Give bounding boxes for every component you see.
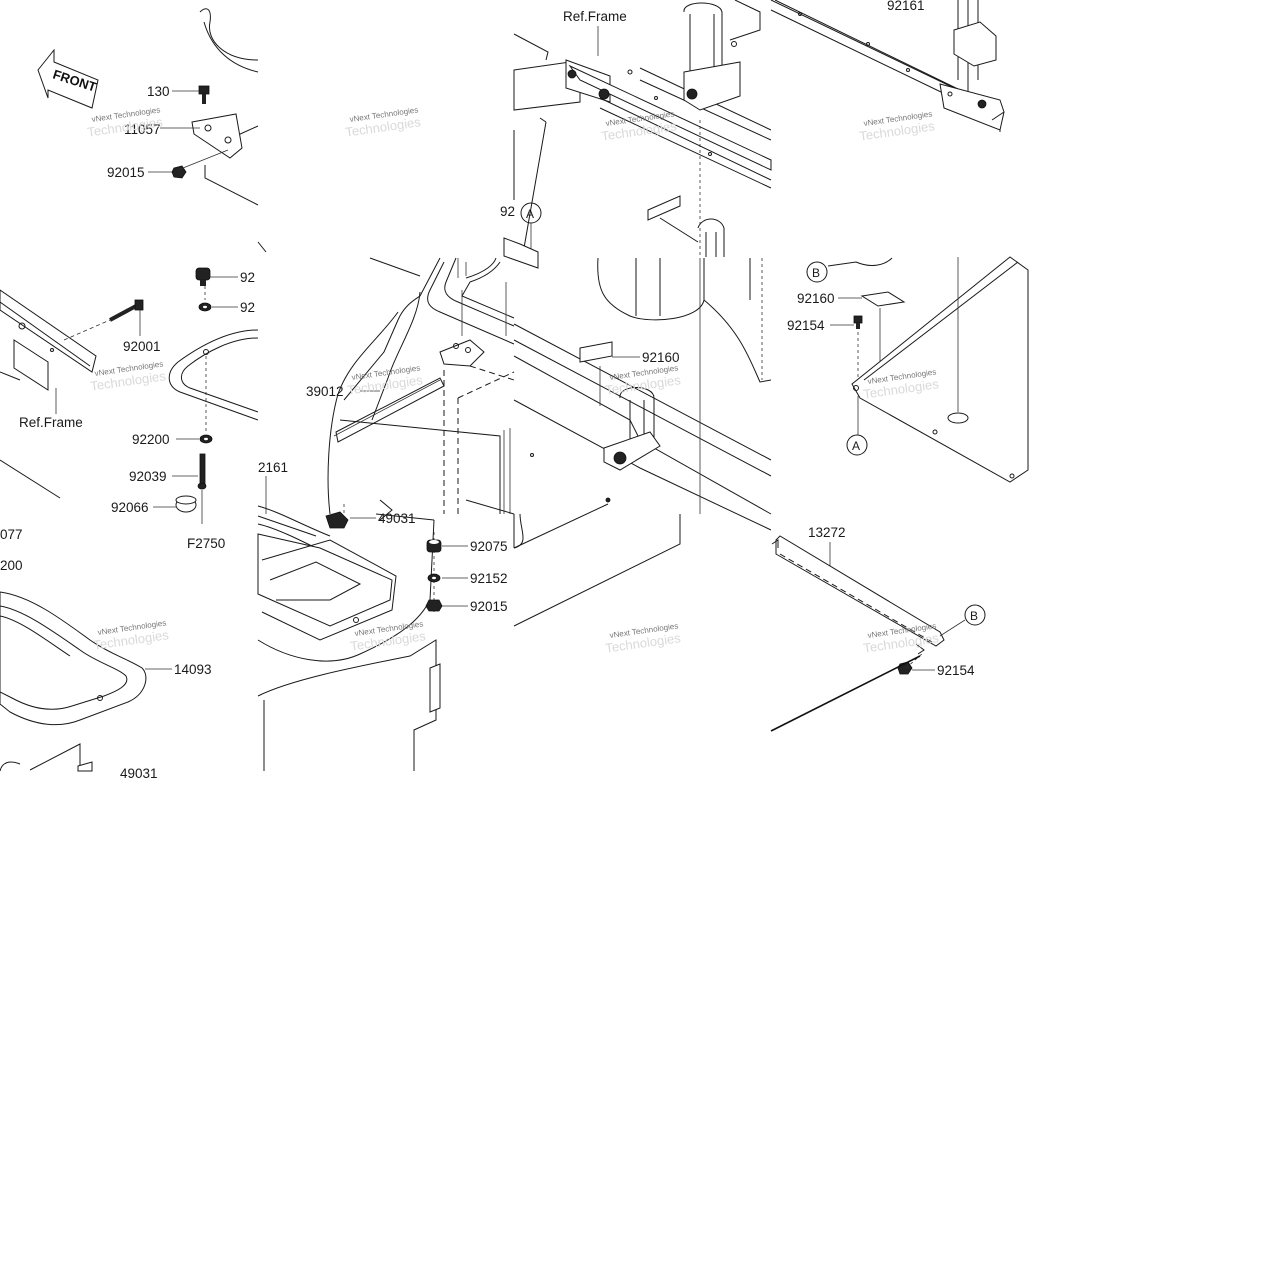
tile-front-bracket: FRONT 130 11057 92015	[37, 8, 259, 206]
tile-tub-corner	[513, 503, 681, 627]
tile-right-plate: B 92160 92154 A	[787, 256, 1029, 483]
part-label: 2161	[258, 460, 288, 475]
callout-b: B	[812, 266, 820, 280]
part-label: 92	[500, 204, 515, 219]
part-label: 200	[0, 558, 23, 573]
tile-rear-post: 92161	[770, 0, 1005, 132]
clip-icon	[325, 511, 349, 529]
screw-icon	[853, 315, 863, 329]
tile-seat-frame: 39012	[306, 257, 515, 515]
part-label: 92015	[107, 165, 145, 180]
part-label: 92066	[111, 500, 149, 515]
part-label: 92200	[132, 432, 170, 447]
part-label: 92015	[470, 599, 508, 614]
ref-frame-label: Ref.Frame	[19, 415, 83, 430]
part-label: 11057	[124, 122, 161, 137]
callout-a: A	[526, 207, 534, 221]
part-label: 92039	[129, 469, 167, 484]
clip-icon	[195, 267, 211, 286]
part-label: 14093	[174, 662, 212, 677]
nut-icon	[425, 599, 443, 612]
part-label: 130	[147, 84, 170, 99]
part-label: 92160	[797, 291, 835, 306]
tile-left-rail: Ref.Frame 92001 92 92 9	[0, 267, 259, 515]
tile-frame-upper: Ref.Frame 92	[500, 0, 772, 269]
washer-icon	[199, 434, 213, 444]
long-bolt-icon	[109, 299, 144, 322]
part-label: 92001	[123, 339, 161, 354]
grommet-icon	[426, 539, 442, 553]
tile-strip: 13272 B 92154	[770, 525, 986, 732]
part-label: 13272	[808, 525, 846, 540]
part-label: 92152	[470, 571, 508, 586]
bolt-icon	[198, 85, 210, 104]
part-label: 077	[0, 527, 23, 542]
part-label: 49031	[378, 511, 416, 526]
part-label: 39012	[306, 384, 344, 399]
part-label: 92154	[787, 318, 825, 333]
plug-icon	[175, 495, 197, 513]
tile-lid: 077 200 F2750 14093 49031	[0, 514, 225, 781]
part-label: 92	[240, 270, 255, 285]
tile-box: 2161 49031 92075 9	[257, 460, 508, 771]
part-label: 92	[240, 300, 255, 315]
callout-b: B	[970, 609, 978, 623]
part-label: 92160	[642, 350, 680, 365]
washer-icon	[198, 302, 212, 312]
part-label: 92075	[470, 539, 508, 554]
tile-frame-middle: 92160	[513, 257, 772, 531]
tile-blank-upper	[257, 241, 267, 253]
callout-a: A	[852, 439, 860, 453]
part-label: 92154	[937, 663, 975, 678]
figure-code: F2750	[187, 536, 225, 551]
front-arrow-icon: FRONT	[37, 48, 99, 109]
part-label: 49031	[120, 766, 158, 781]
rivet-icon	[197, 453, 207, 490]
ref-frame-label: Ref.Frame	[563, 9, 627, 24]
part-label: 92161	[887, 0, 925, 13]
washer-icon	[427, 573, 441, 583]
